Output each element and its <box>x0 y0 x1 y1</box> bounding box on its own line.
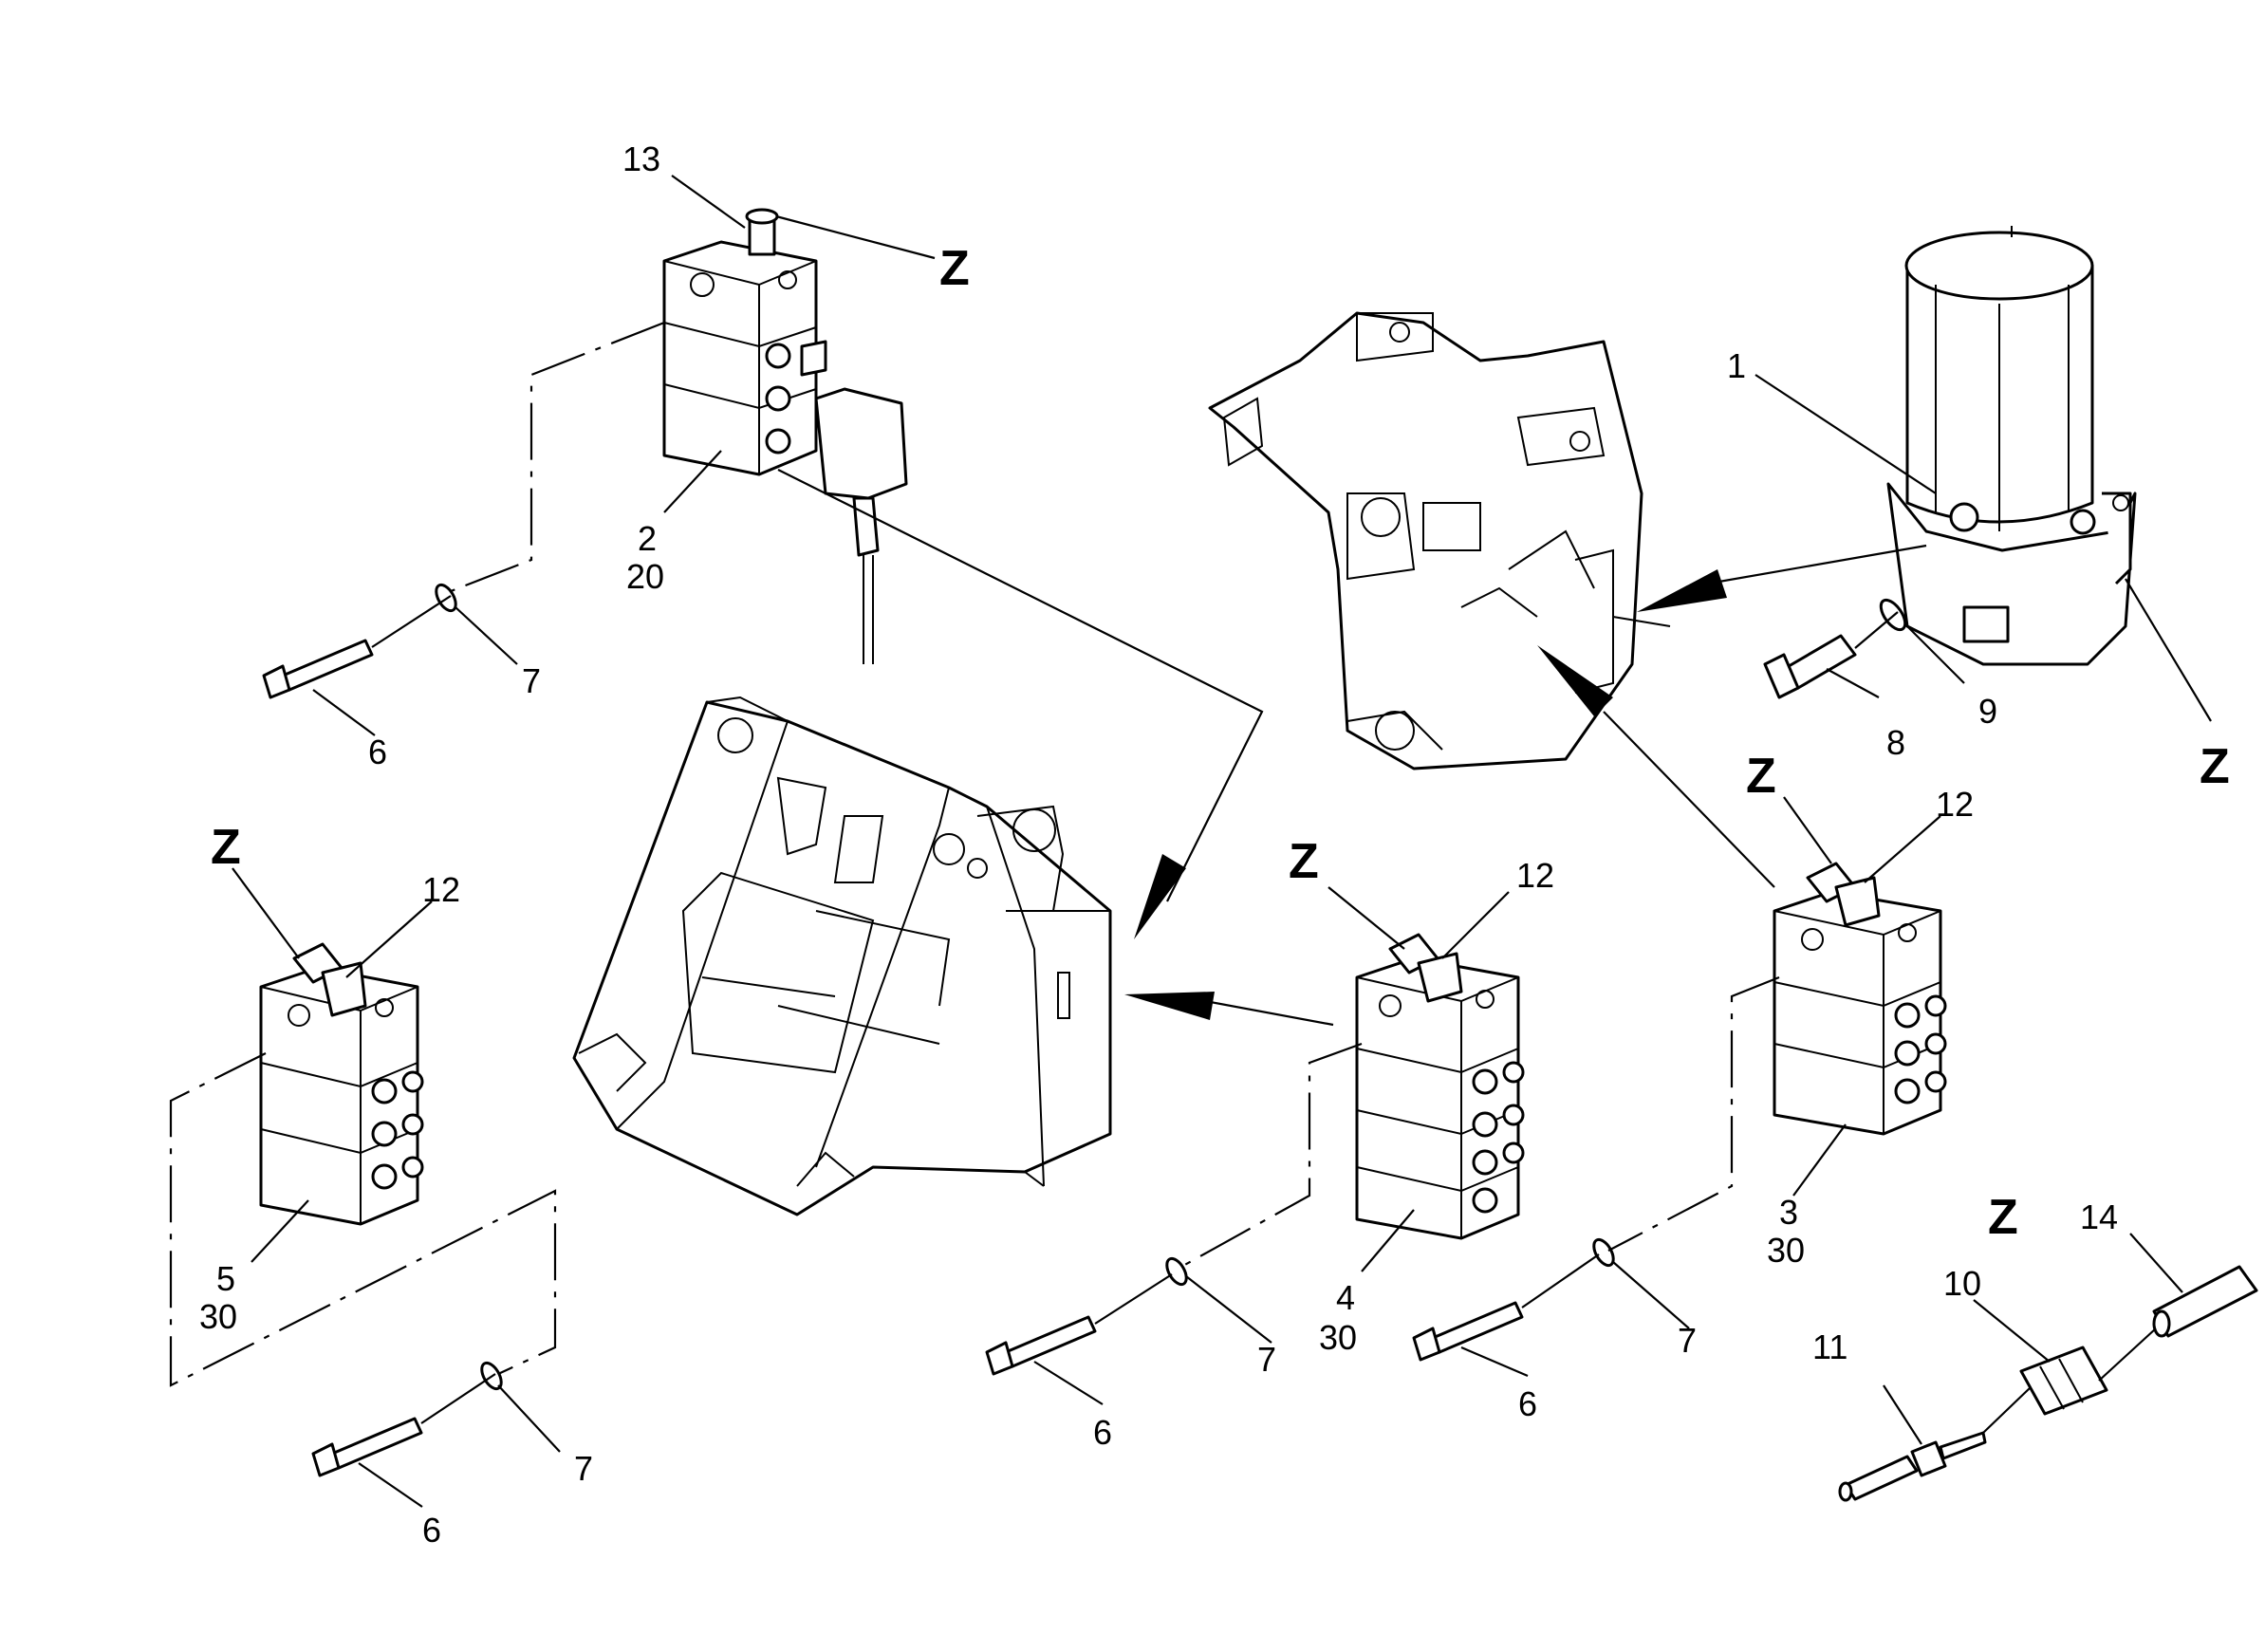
callout-10: 10 <box>1943 1264 1981 1303</box>
distributor-block-3 <box>1773 862 1947 1136</box>
arrow-to-frame-from-block-2 <box>1134 854 1186 939</box>
pump-bolt <box>1763 634 1857 699</box>
callout-quantity: 20 <box>626 557 664 596</box>
callout-7: 7 <box>1678 1321 1697 1360</box>
washer-middle <box>1165 1256 1188 1287</box>
callout-z: Z <box>939 241 970 296</box>
distributor-block-2 <box>662 208 908 664</box>
chassis-frame <box>572 696 1112 1216</box>
fitting-11 <box>1838 1431 1987 1502</box>
callout-z: Z <box>1746 749 1776 804</box>
callout-quantity: 30 <box>199 1297 237 1336</box>
indicator-arrows <box>777 469 1927 1027</box>
upper-frame <box>1208 311 1671 770</box>
distributor-block-5 <box>259 942 424 1226</box>
callout-labels: 13 Z 2 20 7 6 1 8 9 Z Z 12 5 30 7 6 Z 12… <box>199 139 2230 1550</box>
callout-1: 1 <box>1727 346 1746 385</box>
callout-7: 7 <box>1257 1340 1276 1379</box>
bolt-group-left <box>311 1417 423 1477</box>
arrow-to-upper-frame-from-block-3 <box>1537 645 1613 716</box>
callout-z: Z <box>1988 1190 2018 1245</box>
callout-quantity: 30 <box>1319 1318 1357 1357</box>
arrow-to-upper-frame-from-pump <box>1637 569 1727 612</box>
callout-z: Z <box>2200 739 2230 794</box>
callout-5: 5 <box>216 1259 235 1298</box>
callout-7: 7 <box>574 1449 593 1488</box>
callout-z: Z <box>1289 834 1319 889</box>
callout-11: 11 <box>1812 1327 1847 1366</box>
callout-14: 14 <box>2080 1197 2118 1236</box>
callout-quantity: 30 <box>1767 1231 1805 1270</box>
callout-12: 12 <box>1936 785 1974 824</box>
leader-lines <box>232 175 2212 1508</box>
callout-z: Z <box>211 820 241 875</box>
callout-6: 6 <box>1093 1413 1112 1452</box>
callout-7: 7 <box>522 661 541 700</box>
callout-4: 4 <box>1336 1278 1355 1317</box>
distributor-block-4 <box>1355 933 1525 1240</box>
callout-12: 12 <box>1516 856 1554 895</box>
callout-13: 13 <box>622 139 660 178</box>
tube-14 <box>2152 1265 2258 1338</box>
bolt-group-top <box>262 639 374 699</box>
callout-6: 6 <box>368 733 387 771</box>
callout-3: 3 <box>1779 1193 1798 1232</box>
callout-6: 6 <box>422 1511 441 1550</box>
callout-6: 6 <box>1518 1384 1537 1423</box>
bolt-group-right <box>1412 1301 1524 1362</box>
washer-right <box>1592 1237 1615 1268</box>
bolt-group-middle <box>985 1315 1097 1376</box>
fitting-10 <box>2019 1346 2108 1416</box>
callout-9: 9 <box>1978 692 1997 731</box>
callout-12: 12 <box>422 870 460 909</box>
callout-8: 8 <box>1886 723 1905 762</box>
callout-2: 2 <box>638 519 657 558</box>
arrow-to-frame-from-block-4 <box>1124 992 1215 1020</box>
lubrication-pump <box>1886 226 2137 666</box>
connection-lines <box>169 321 2157 1434</box>
